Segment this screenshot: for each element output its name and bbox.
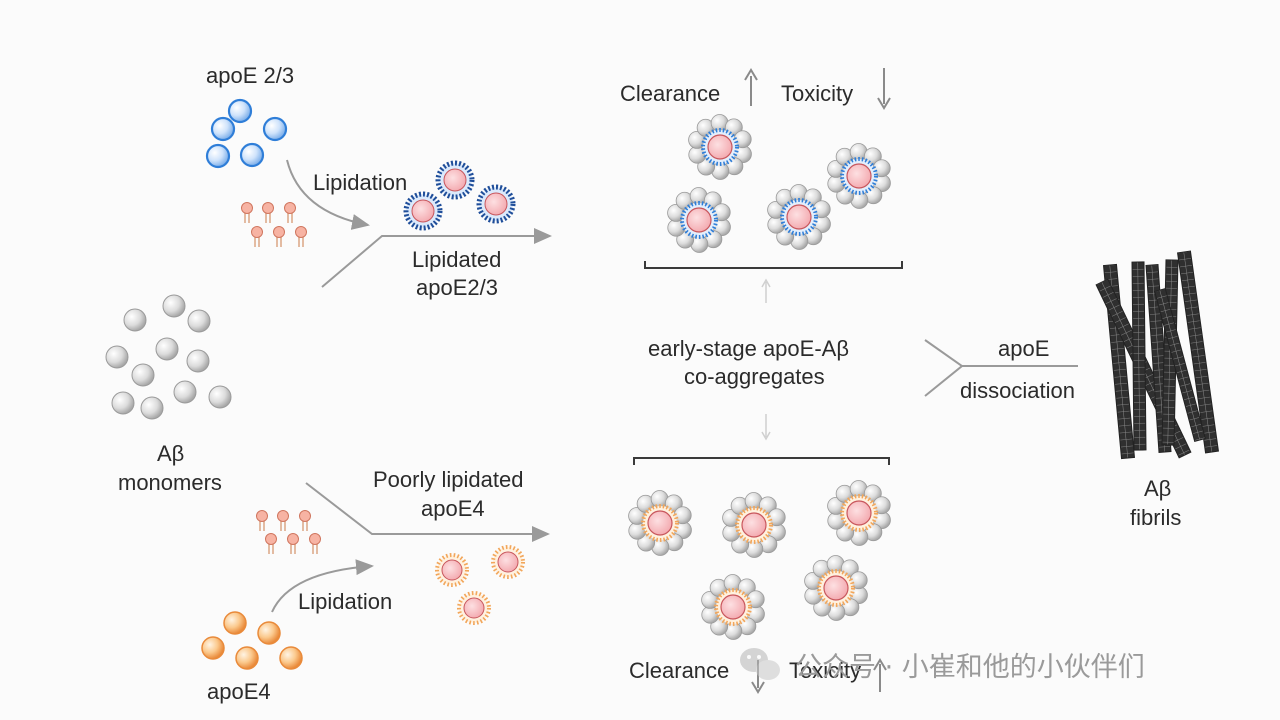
lipid-molecules-top	[241, 202, 307, 247]
label-dissoc-2: dissociation	[960, 378, 1075, 403]
abeta-fibrils	[1095, 250, 1220, 460]
lipid-molecule	[256, 510, 268, 531]
coaggregate-apoe23	[767, 184, 831, 250]
poorly-lipidated-apoe4-particles	[435, 545, 525, 625]
faint-arrow-down	[761, 414, 771, 441]
arrow-up-icon	[873, 658, 887, 692]
watermark: 公众号 · 小崔和他的小伙伴们	[795, 652, 1145, 683]
lipid-molecule	[277, 510, 289, 531]
abeta-monomer	[131, 363, 155, 387]
apoe4-particle	[201, 636, 225, 660]
lipidated-apoe23	[476, 184, 516, 224]
coaggregates-apoe4	[628, 480, 891, 640]
label-early-2: co-aggregates	[684, 364, 825, 389]
lipidation-arrow-bottom	[271, 559, 374, 613]
apoe23-particle	[239, 142, 265, 168]
coaggregate-apoe23	[667, 187, 731, 253]
lipidated-apoe23	[403, 191, 443, 231]
apoe23-particle	[205, 143, 231, 169]
lipid-molecule	[287, 533, 299, 554]
faint-arrow-up	[761, 278, 771, 303]
label-clearance-bottom: Clearance	[629, 658, 729, 683]
coaggregate-apoe4	[628, 490, 692, 556]
label-poorly-1: Poorly lipidated	[373, 467, 523, 492]
coaggregate-apoe4	[722, 492, 786, 558]
lipid-molecule	[309, 533, 321, 554]
poorly-lipidated-apoe4	[435, 553, 469, 587]
abeta-monomer	[162, 294, 186, 318]
lipid-molecule	[295, 226, 307, 247]
label-lipidation-top: Lipidation	[313, 170, 407, 195]
fibril	[1154, 287, 1206, 443]
apoe4-particles	[201, 611, 303, 670]
abeta-monomer	[173, 380, 197, 404]
lipid-molecule	[299, 510, 311, 531]
apoe23-particle	[210, 116, 236, 142]
lipid-molecule	[265, 533, 277, 554]
coaggregate-apoe4	[804, 555, 868, 621]
wechat-icon	[740, 648, 780, 680]
abeta-monomer	[187, 309, 211, 333]
abeta-monomer	[111, 391, 135, 415]
label-abeta-monomers-1: Aβ	[157, 441, 184, 466]
lipid-molecule	[273, 226, 285, 247]
abeta-monomer	[186, 349, 210, 373]
lipid-molecule	[262, 202, 274, 223]
label-lipidated-1: Lipidated	[412, 247, 501, 272]
label-fibrils-1: Aβ	[1144, 476, 1171, 501]
lipid-molecule	[284, 202, 296, 223]
label-dissoc-1: apoE	[998, 336, 1049, 361]
label-apoe4: apoE4	[207, 679, 271, 704]
label-toxicity-top: Toxicity	[781, 81, 853, 106]
label-lipidation-bottom: Lipidation	[298, 589, 392, 614]
bracket-bottom	[633, 457, 890, 465]
poorly-lipidated-apoe4	[491, 545, 525, 579]
bracket-top	[644, 261, 903, 269]
dissociation-arrow	[924, 339, 1078, 397]
abeta-monomers	[105, 294, 232, 420]
arrow-up-icon	[744, 68, 758, 106]
label-poorly-2: apoE4	[421, 496, 485, 521]
abeta-monomer	[155, 337, 179, 361]
apoe23-particles	[205, 98, 288, 169]
label-clearance-top: Clearance	[620, 81, 720, 106]
lipidated-apoe23-particles	[403, 160, 516, 231]
lipid-molecule	[241, 202, 253, 223]
merge-arrow-top	[321, 228, 552, 288]
abeta-monomer	[105, 345, 129, 369]
apoe4-particle	[235, 646, 259, 670]
abeta-monomer	[140, 396, 164, 420]
coaggregate-apoe23	[688, 114, 752, 180]
abeta-monomer	[208, 385, 232, 409]
fibril	[1176, 250, 1220, 454]
apoe23-particle	[262, 116, 288, 142]
apoe4-particle	[279, 646, 303, 670]
apoe4-particle	[223, 611, 247, 635]
coaggregates-apoe23	[667, 114, 891, 253]
label-abeta-monomers-2: monomers	[118, 470, 222, 495]
coaggregate-apoe4	[701, 574, 765, 640]
coaggregate-apoe23	[827, 143, 891, 209]
abeta-monomer	[123, 308, 147, 332]
label-toxicity-bottom: Toxicity	[789, 658, 861, 683]
label-early-1: early-stage apoE-Aβ	[648, 336, 849, 361]
label-lipidated-2: apoE2/3	[416, 275, 498, 300]
merge-arrow-bottom	[305, 482, 550, 542]
lipid-molecule	[251, 226, 263, 247]
label-apoe23: apoE 2/3	[206, 63, 294, 88]
arrow-down-icon	[877, 68, 891, 110]
lipidation-arrow-top	[286, 159, 370, 230]
label-fibrils-2: fibrils	[1130, 505, 1181, 530]
fibril	[1131, 261, 1147, 451]
apoe4-particle	[257, 621, 281, 645]
poorly-lipidated-apoe4	[457, 591, 491, 625]
lipid-molecules-bottom	[256, 510, 321, 554]
apoe23-particle	[227, 98, 253, 124]
lipidated-apoe23	[435, 160, 475, 200]
coaggregate-apoe4	[827, 480, 891, 546]
